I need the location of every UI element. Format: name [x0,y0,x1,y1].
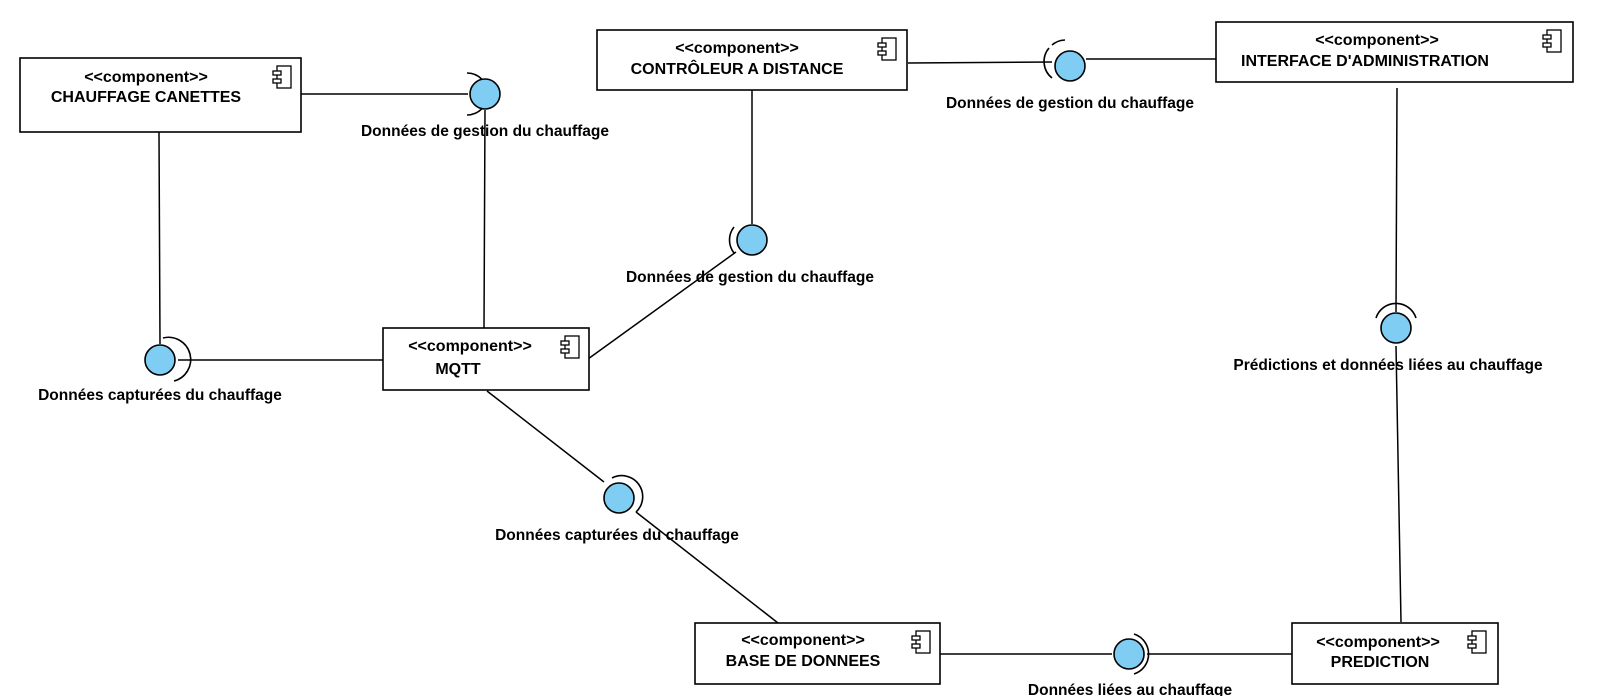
connector [907,61,1053,64]
component-box [694,622,941,685]
component-stereotype: <<component>> [741,632,865,649]
component-mqtt[interactable]: <<component>> MQTT [382,327,590,391]
component-icon [1467,630,1487,654]
provided-interface-ball [1113,638,1145,670]
interface-label: Données capturées du chauffage [495,527,739,544]
connector [483,109,486,329]
component-chauffage-canettes[interactable]: <<component>> CHAUFFAGE CANETTES [19,57,302,133]
component-box [19,57,302,133]
component-box [596,29,908,91]
connectors [158,58,1402,655]
connector [486,390,605,483]
provided-interface-ball [469,78,501,110]
component-icon [272,65,292,89]
connector [1395,87,1398,313]
component-icon [911,630,931,654]
component-base-de-donnees[interactable]: <<component>> BASE DE DONNEES [694,622,941,685]
component-stereotype: <<component>> [675,40,799,57]
required-socket [162,336,192,382]
interface-if1[interactable]: Données de gestion du chauffage [361,72,609,140]
interface-label: Données de gestion du chauffage [361,123,609,140]
required-socket [1133,633,1150,675]
component-controleur-a-distance[interactable]: <<component>> CONTRÔLEUR A DISTANCE [596,29,908,91]
required-socket [611,474,644,513]
component-name: BASE DE DONNEES [726,653,881,670]
required-socket [1051,39,1066,46]
provided-interface-ball [1380,312,1412,344]
component-stereotype: <<component>> [84,69,208,86]
interface-label: Données de gestion du chauffage [626,269,874,286]
connector [587,251,737,360]
component-box [1291,622,1499,685]
component-prediction[interactable]: <<component>> PREDICTION [1291,622,1499,685]
interface-label: Prédictions et données liées au chauffag… [1233,357,1543,374]
component-icon [560,335,580,359]
provided-interface-ball [144,344,176,376]
component-icon [1542,29,1562,53]
component-name: MQTT [435,361,481,378]
component-name: PREDICTION [1331,654,1430,671]
provided-interface-ball [1054,50,1086,82]
connector [1395,345,1402,623]
required-socket [728,226,735,254]
required-socket [1043,47,1053,79]
component-stereotype: <<component>> [1316,634,1440,651]
interface-label: Données capturées du chauffage [38,387,282,404]
connector [158,131,161,345]
component-name: CONTRÔLEUR A DISTANCE [631,59,844,78]
provided-interface-ball [736,224,768,256]
interface-if3[interactable]: Données de gestion du chauffage [946,39,1194,112]
interface-label: Données de gestion du chauffage [946,95,1194,112]
component-box [382,327,590,391]
interface-if4[interactable]: Données capturées du chauffage [38,336,282,404]
required-socket [1375,302,1417,319]
interface-if2[interactable]: Données de gestion du chauffage [626,224,874,286]
interface-label: Données liées au chauffage [1028,682,1233,696]
provided-interface-ball [603,482,635,514]
component-stereotype: <<component>> [1315,32,1439,49]
component-box [1215,21,1574,83]
connector [635,511,779,624]
component-name: INTERFACE D'ADMINISTRATION [1241,53,1489,70]
component-stereotype: <<component>> [408,338,532,355]
interface-if6[interactable]: Données capturées du chauffage [495,474,739,544]
component-icon [877,37,897,61]
interface-if7[interactable]: Données liées au chauffage [1028,633,1233,696]
component-interface-administration[interactable]: <<component>> INTERFACE D'ADMINISTRATION [1215,21,1574,83]
component-name: CHAUFFAGE CANETTES [51,89,242,106]
interface-if5[interactable]: Prédictions et données liées au chauffag… [1233,302,1543,374]
